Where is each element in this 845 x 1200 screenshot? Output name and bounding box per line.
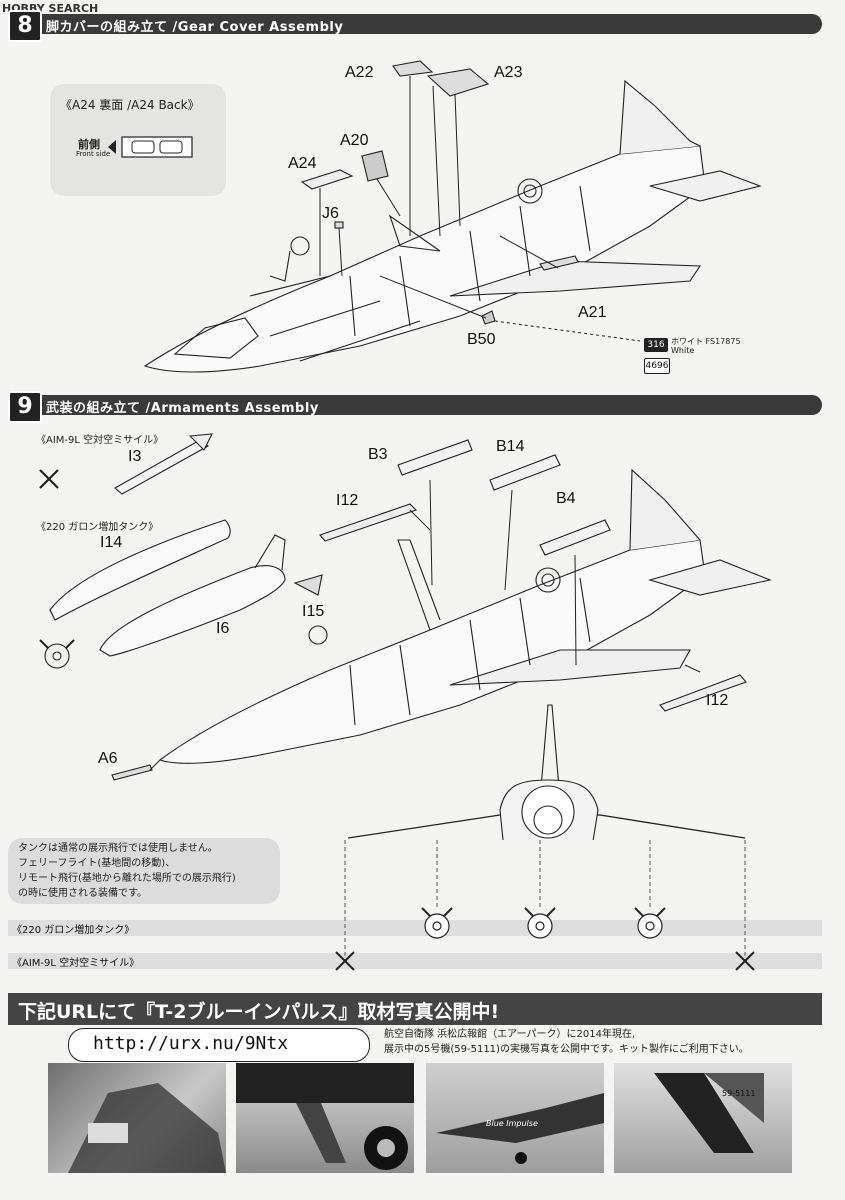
tank-heading: 《220 ガロン増加タンク》 — [36, 522, 159, 533]
tank-note-line-4: の時に使用される装備です。 — [18, 888, 147, 899]
inset-title: 《A24 裏面 /A24 Back》 — [60, 98, 200, 112]
aim-row-label: 《AIM-9L 空対空ミサイル》 — [12, 958, 140, 969]
paint-name-jp: ホワイト FS17875 — [671, 337, 741, 346]
front-side-label-jp: 前側 — [78, 138, 100, 151]
banner-text: 下記URLにて『T-2ブルーインパルス』取材写真公開中! — [18, 1001, 500, 1023]
aim-row: 《AIM-9L 空対空ミサイル》 — [8, 953, 822, 969]
part-b3-label: B3 — [368, 446, 388, 463]
part-a20-label: A20 — [340, 132, 369, 149]
paint-code2-badge: 4696 — [644, 358, 670, 374]
tank-row: 《220 ガロン増加タンク》 — [8, 920, 822, 936]
banner-note-line-2: 展示中の5号機(59-5111)の実機写真を公開中です。キット製作にご利用下さい… — [384, 1044, 749, 1055]
tank-row-label: 《220 ガロン増加タンク》 — [12, 925, 135, 936]
a24-back-part-drawing — [108, 136, 193, 158]
step9-header: 9 武装の組み立て /Armaments Assembly — [8, 391, 822, 423]
part-i12-right-label: I12 — [706, 692, 729, 709]
part-j6-label: J6 — [322, 205, 339, 222]
step8-title: 脚カバーの組み立て /Gear Cover Assembly — [46, 20, 344, 35]
part-a22-label: A22 — [345, 64, 374, 81]
tank-note-box: タンクは通常の展示飛行では使用しません。 フェリーフライト(基地間の移動)、 リ… — [8, 838, 280, 904]
step9-number: 9 — [8, 391, 42, 423]
paint-code-badge: 316 — [644, 338, 668, 352]
loadout-symbols — [335, 840, 755, 971]
part-a6-label: A6 — [98, 750, 118, 767]
banner-note-line-1: 航空自衛隊 浜松広報館（エアーパーク）に2014年現在, — [384, 1029, 636, 1040]
photo-tail: 59-5111 — [614, 1063, 792, 1173]
photo-landing-gear — [236, 1063, 414, 1173]
photo-caption-serial: 59-5111 — [722, 1089, 756, 1098]
paint-name-en: White — [671, 346, 695, 355]
aim9l-heading: 《AIM-9L 空対空ミサイル》 — [36, 435, 164, 446]
step8-aircraft-drawing — [143, 60, 762, 373]
a24-back-inset: 《A24 裏面 /A24 Back》 前側 Front side — [50, 84, 226, 196]
front-side-label-en: Front side — [76, 150, 111, 158]
part-i14-label: I14 — [100, 534, 123, 551]
step9-drawing — [39, 433, 772, 840]
part-i3-label: I3 — [128, 448, 142, 465]
part-i15-label: I15 — [302, 603, 325, 620]
photo-side-view: Blue Impulse — [426, 1063, 604, 1173]
part-a23-label: A23 — [494, 64, 523, 81]
part-a21-label: A21 — [578, 304, 607, 321]
url-link[interactable]: http://urx.nu/9Ntx — [68, 1028, 370, 1062]
tank-note-line-3: リモート飛行(基地から離れた場所での展示飛行) — [18, 873, 236, 884]
part-i6-label: I6 — [216, 620, 230, 637]
tank-note-line-1: タンクは通常の展示飛行では使用しません。 — [18, 843, 218, 854]
part-i12-left-label: I12 — [336, 492, 359, 509]
tank-note-line-2: フェリーフライト(基地間の移動)、 — [18, 858, 176, 869]
step8-number: 8 — [8, 10, 42, 42]
photo-cockpit — [48, 1063, 226, 1173]
url-text[interactable]: http://urx.nu/9Ntx — [93, 1033, 289, 1054]
url-banner: 下記URLにて『T-2ブルーインパルス』取材写真公開中! — [8, 993, 822, 1025]
part-a24-label: A24 — [288, 155, 317, 172]
step8-header: 8 脚カバーの組み立て /Gear Cover Assembly — [8, 10, 822, 42]
photo-caption-blue-impulse: Blue Impulse — [486, 1119, 538, 1128]
part-b14-label: B14 — [496, 438, 525, 455]
part-b50-label: B50 — [467, 331, 496, 348]
part-b4-label: B4 — [556, 490, 576, 507]
step9-title: 武装の組み立て /Armaments Assembly — [46, 401, 319, 416]
